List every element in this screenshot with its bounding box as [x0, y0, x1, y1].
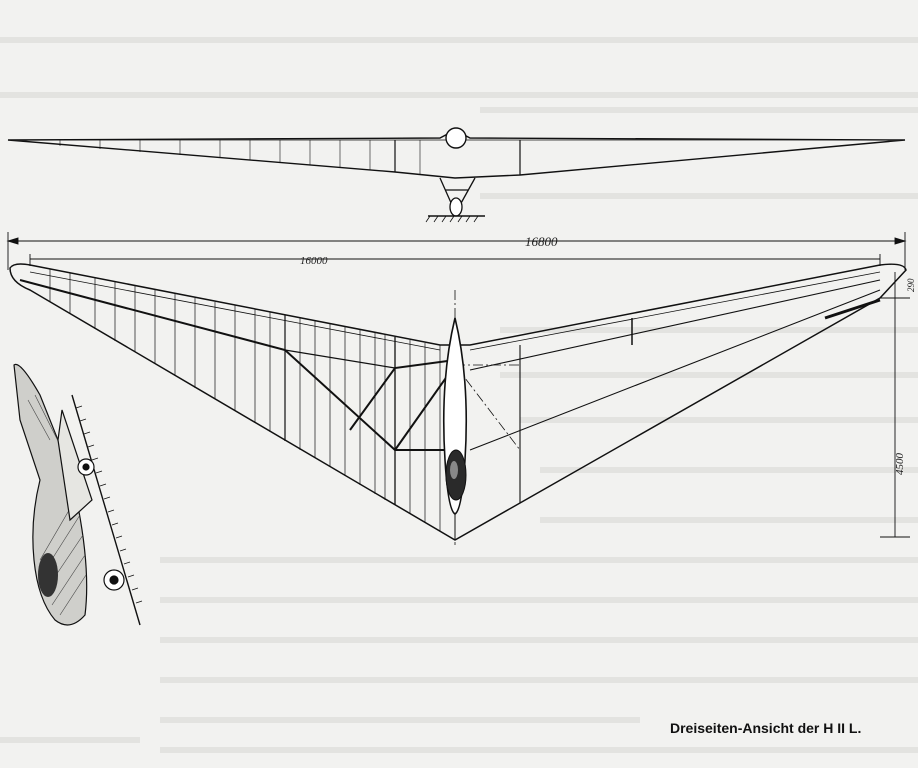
background-print-texture	[0, 37, 918, 753]
front-view-ribs	[59, 140, 521, 175]
figure-caption: Dreiseiten-Ansicht der H II L.	[670, 720, 862, 736]
plan-view-right-structure	[469, 279, 881, 503]
tip-height-label: 290	[906, 278, 916, 292]
front-view-landing-gear	[425, 177, 485, 223]
plan-view-fuselage	[442, 317, 468, 540]
plan-view-left-ribs	[49, 269, 441, 531]
front-view-cockpit	[445, 127, 467, 149]
plan-view-wing-outline	[9, 263, 907, 541]
length-label: 4500	[894, 453, 906, 476]
plan-view	[9, 263, 907, 545]
side-view-wheels	[77, 458, 125, 591]
side-view	[13, 363, 143, 626]
side-view-fuselage	[13, 363, 88, 626]
overall-span-label: 16800	[525, 234, 558, 249]
dimension-labels: 16800 16000 4500 290	[300, 234, 916, 475]
side-view-ground-line	[71, 394, 141, 626]
dimension-lines	[6, 232, 910, 538]
front-view	[7, 127, 906, 223]
inner-span-label: 16000	[300, 255, 328, 267]
